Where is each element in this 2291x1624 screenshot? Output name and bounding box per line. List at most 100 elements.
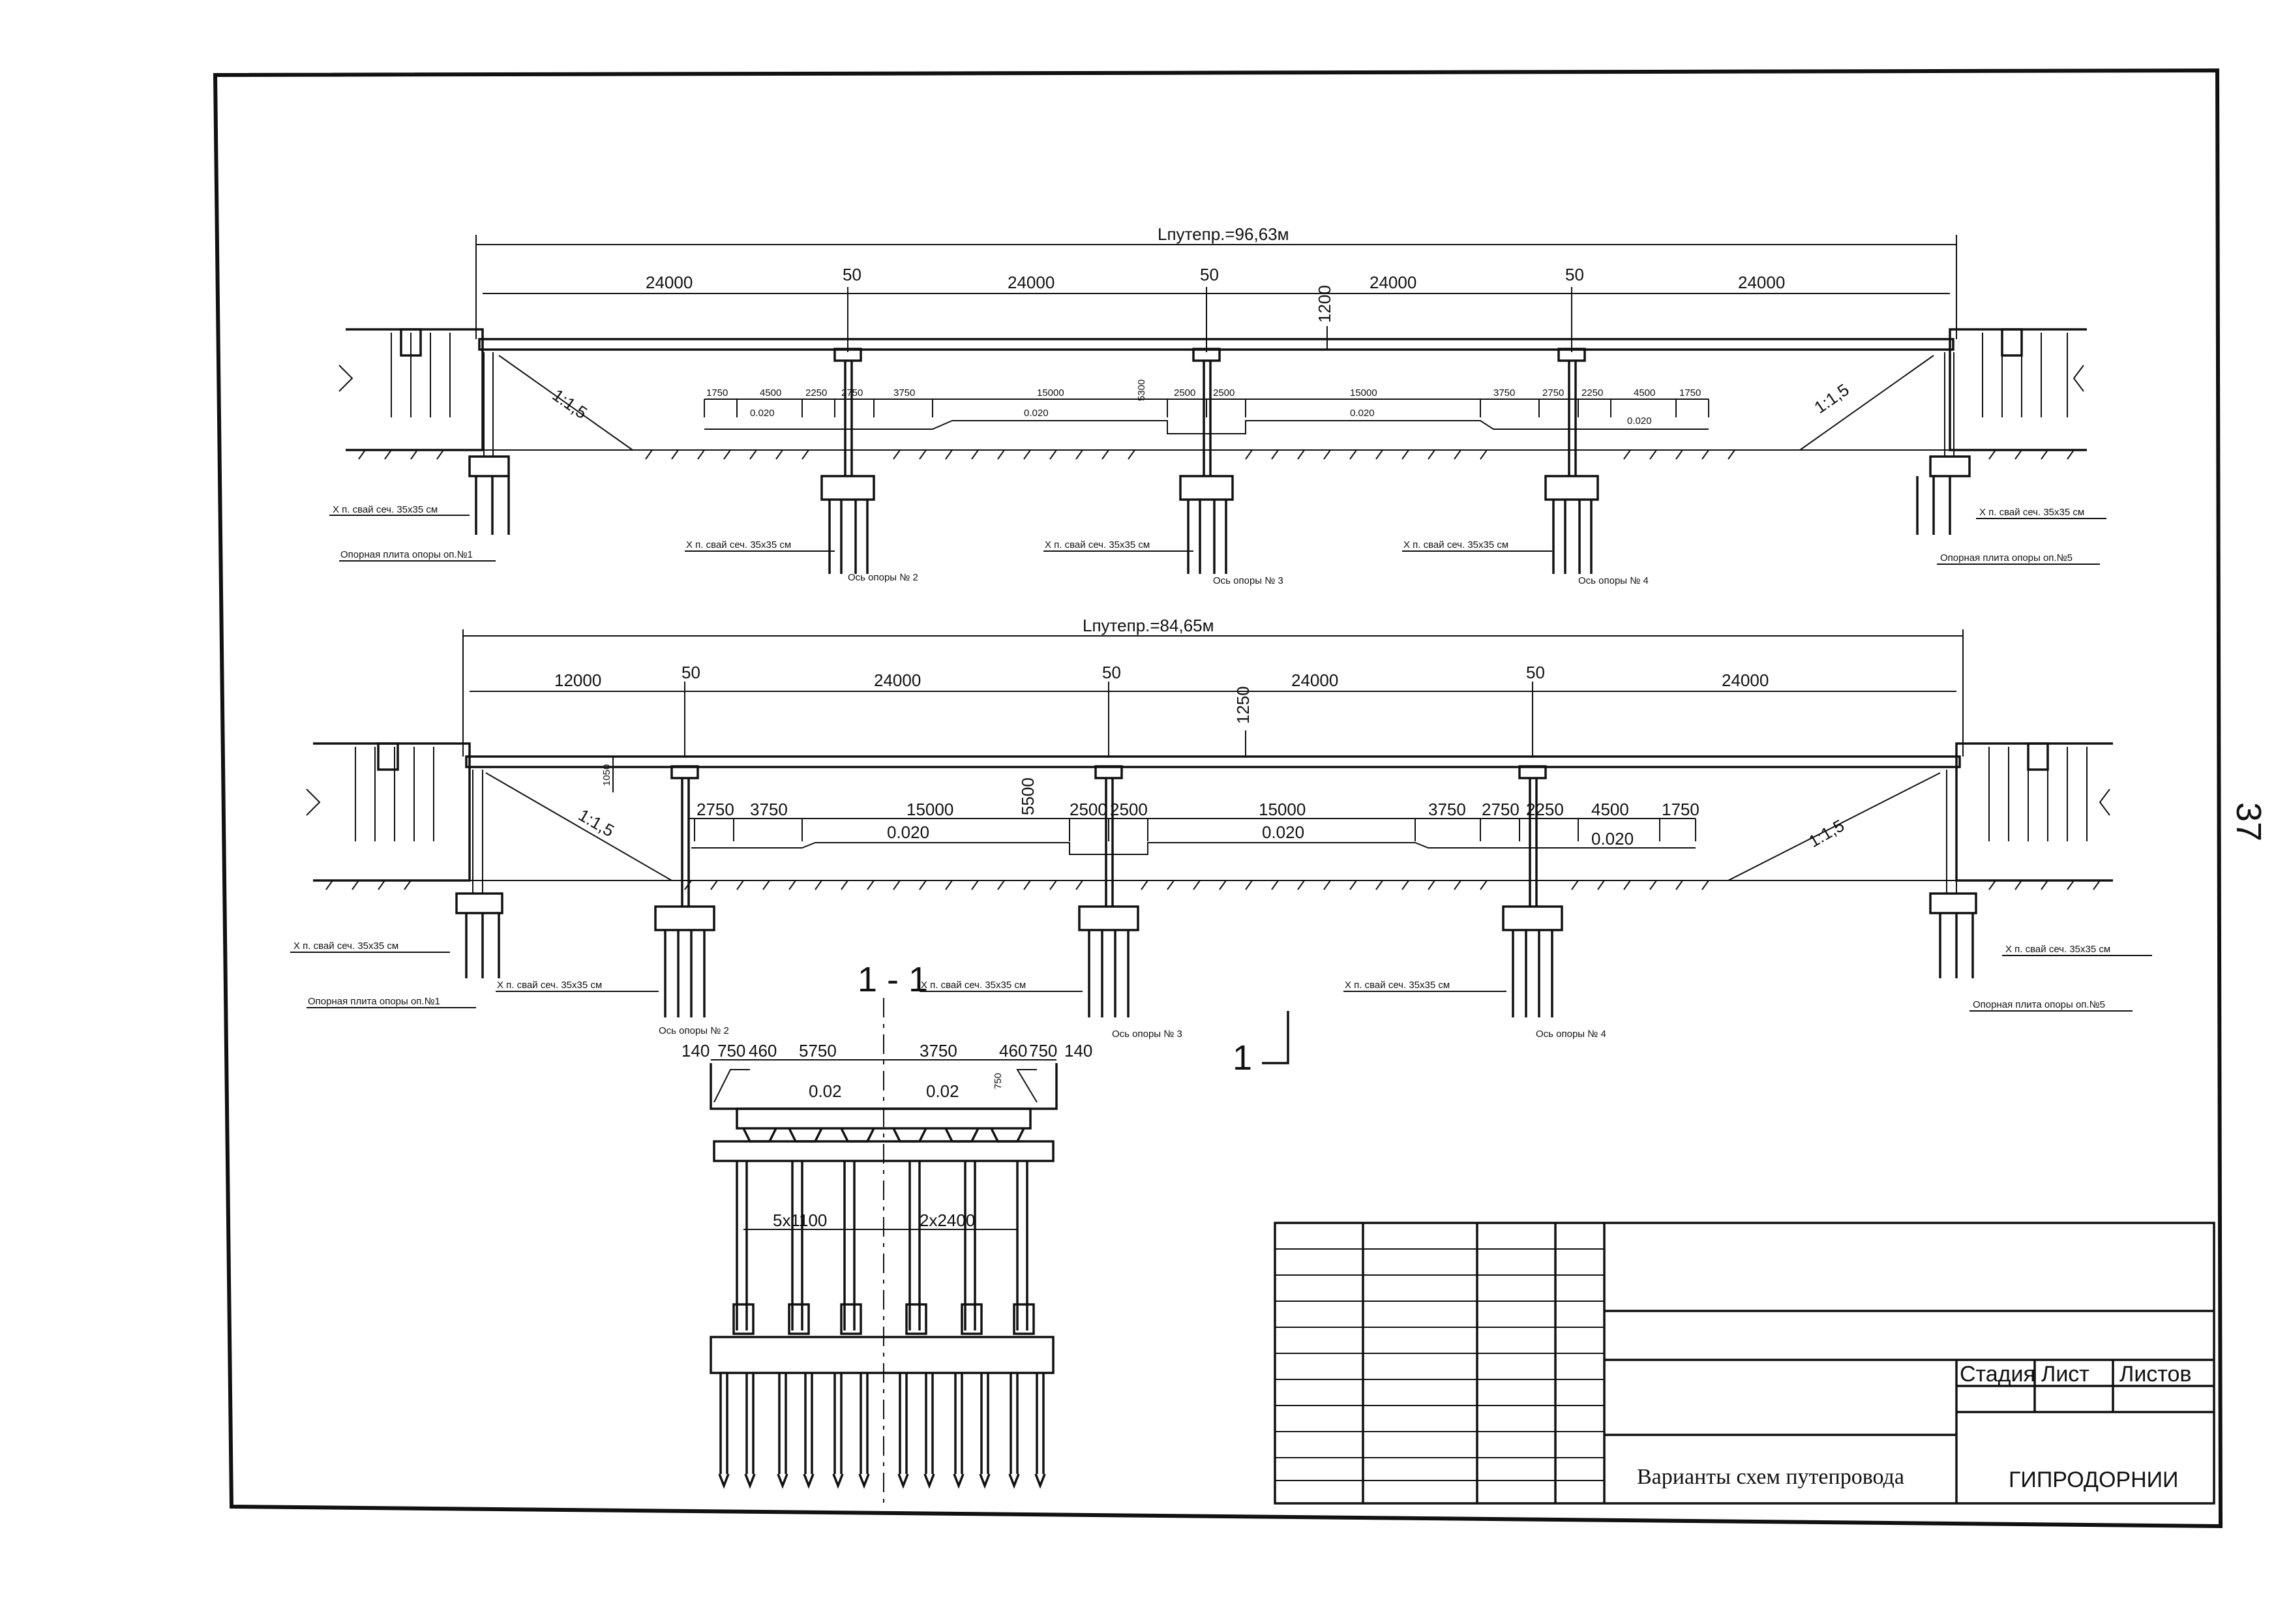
sheet-frame [213, 68, 2223, 1529]
scheme-2-span-1: 12000 [554, 670, 601, 690]
scheme-2-grade-2: 0.020 [1262, 822, 1304, 842]
cross-section-dim-5: 3750 [920, 1041, 957, 1060]
scheme-2-span-4: 24000 [1722, 670, 1769, 690]
scheme-1-span-3: 24000 [1370, 273, 1416, 292]
scheme-2-road-dim-1: 2750 [696, 800, 734, 819]
scheme-2-pile-note-3: Х п. свай сеч. 35х35 см [497, 980, 602, 991]
scheme-2-road-dim-10: 4500 [1591, 800, 1629, 819]
title-block: Стадия Лист Листов Варианты схем путепро… [1274, 1222, 2215, 1505]
scheme-1-pile-note-9: Х п. свай сеч. 35х35 см [1979, 507, 2084, 518]
scheme-2-joint-2: 50 [1102, 663, 1121, 682]
cross-section-dim-1: 140 [681, 1041, 710, 1060]
scheme-2-pile-note-6: Ось опоры № 3 [1112, 1029, 1182, 1040]
scheme-1-road-dim-11: 2750 [1542, 387, 1564, 398]
scheme-2-abutment-height: 1050 [601, 764, 612, 786]
scheme-1-elevation: Lпутепр.=96,63м 24000 24000 24000 24000 … [329, 224, 2106, 586]
scheme-1-joint-3: 50 [1565, 265, 1584, 284]
scheme-1-span-4: 24000 [1738, 273, 1785, 292]
scheme-1-piles [475, 476, 1951, 574]
scheme-1-total-length: Lпутепр.=96,63м [1158, 224, 1289, 244]
scheme-2-road-dim-6: 15000 [1259, 800, 1306, 819]
scheme-1-pile-note-6: Ось опоры № 3 [1213, 575, 1283, 586]
scheme-2-pile-note-7: Х п. свай сеч. 35х35 см [1345, 980, 1450, 991]
scheme-2-joint-3: 50 [1526, 663, 1545, 682]
cross-section-dim-4: 5750 [799, 1041, 837, 1060]
scheme-2-grade-3: 0.020 [1591, 829, 1634, 849]
cross-section-pile-spacing-left: 5х1100 [773, 1210, 827, 1230]
scheme-1-road-dim-13: 4500 [1634, 387, 1655, 398]
scheme-1-pile-note-7: Х п. свай сеч. 35х35 см [1403, 539, 1508, 550]
scheme-2-pile-note-2: Опорная плита опоры оп.№1 [308, 996, 440, 1007]
scheme-1-pile-note-4: Ось опоры № 2 [848, 572, 918, 583]
scheme-2-road-dim-9: 2250 [1526, 800, 1564, 819]
scheme-1-pile-note-10: Опорная плита опоры оп.№5 [1940, 552, 2073, 564]
scheme-1-pile-note-1: Х п. свай сеч. 35х35 см [333, 504, 438, 515]
section-label: 1 - 1 [858, 960, 928, 999]
scheme-1-pier-height: 5300 [1136, 380, 1147, 401]
scheme-1-road-dim-9: 15000 [1350, 387, 1377, 398]
scheme-1-road-dim-2: 4500 [760, 387, 781, 398]
scheme-2-elevation: Lпутепр.=84,65м 12000 24000 24000 24000 … [290, 616, 2152, 1040]
scheme-2-pier-height: 5500 [1018, 777, 1038, 815]
scheme-1-grade-4: 0.020 [1627, 415, 1652, 427]
scheme-2-road-dim-2: 3750 [750, 800, 788, 819]
title-block-organization: ГИПРОДОРНИИ [2009, 1467, 2179, 1492]
title-block-stage-label: Стадия [1960, 1362, 2035, 1387]
scheme-2-road-dim-7: 3750 [1428, 800, 1466, 819]
cross-section-pile-spacing-right: 2х2400 [920, 1210, 975, 1230]
cross-section-dim-6: 460 [999, 1041, 1027, 1060]
scheme-1-span-1: 24000 [646, 273, 693, 292]
scheme-1-road-dim-7: 2500 [1174, 387, 1195, 398]
scheme-1-joint-1: 50 [843, 265, 861, 284]
scheme-2-road-dim-5: 2500 [1110, 800, 1148, 819]
scheme-2-joint-1: 50 [681, 663, 700, 682]
cross-section-dim-2: 750 [717, 1041, 745, 1060]
scheme-1-road-dim-3: 2250 [805, 387, 827, 398]
cross-section-grade-2: 0.02 [926, 1081, 959, 1101]
scheme-1-grade-3: 0.020 [1350, 408, 1375, 419]
cross-section-side-dim: 750 [993, 1073, 1004, 1089]
scheme-2-grade-1: 0.020 [887, 822, 929, 842]
scheme-1-road-dim-14: 1750 [1679, 387, 1701, 398]
scheme-2-road-dim-11: 1750 [1662, 800, 1700, 819]
scheme-2-span-2: 24000 [874, 670, 921, 690]
page-number: 37 [2229, 802, 2268, 841]
scheme-1-grade-1: 0.020 [750, 408, 775, 419]
scheme-2-pile-note-5: Х п. свай сеч. 35х35 см [921, 980, 1026, 991]
scheme-2-road-dim-3: 15000 [906, 800, 953, 819]
scheme-2-pile-note-8: Ось опоры № 4 [1536, 1029, 1606, 1040]
scheme-2-beam-depth: 1250 [1233, 686, 1253, 724]
scheme-2-road-dim-8: 2750 [1482, 800, 1520, 819]
scheme-1-slope-left: 1:1,5 [549, 385, 591, 423]
scheme-1-road-dim-8: 2500 [1213, 387, 1235, 398]
scheme-1-grade-2: 0.020 [1024, 408, 1049, 419]
scheme-1-span-2: 24000 [1008, 273, 1055, 292]
title-block-sheet-label: Лист [2041, 1362, 2089, 1387]
scheme-1-beam-depth: 1200 [1315, 285, 1334, 323]
scheme-1-road-dim-1: 1750 [706, 387, 728, 398]
scheme-2-pile-note-10: Опорная плита опоры оп.№5 [1973, 999, 2105, 1010]
scheme-2-road-dim-4: 2500 [1070, 800, 1107, 819]
cross-section-dim-8: 140 [1064, 1041, 1092, 1060]
svg-text:1: 1 [1233, 1038, 1252, 1077]
scheme-1-pile-note-5: Х п. свай сеч. 35х35 см [1045, 539, 1150, 550]
cross-section-dim-3: 460 [749, 1041, 777, 1060]
scheme-1-pile-note-8: Ось опоры № 4 [1578, 575, 1649, 586]
title-block-drawing-title: Варианты схем путепровода [1637, 1465, 1904, 1489]
scheme-1-road-dim-6: 15000 [1037, 387, 1064, 398]
scheme-2-span-3: 24000 [1291, 670, 1338, 690]
scheme-1-pile-note-3: Х п. свай сеч. 35х35 см [686, 539, 791, 550]
scheme-1-pile-note-2: Опорная плита опоры оп.№1 [340, 549, 473, 560]
scheme-1-slope-right: 1:1,5 [1810, 380, 1853, 417]
scheme-2-piers [455, 765, 1977, 931]
scheme-2-total-length: Lпутепр.=84,65м [1083, 616, 1214, 635]
scheme-2-pile-note-9: Х п. свай сеч. 35х35 см [2005, 944, 2110, 955]
scheme-1-road-dim-12: 2250 [1581, 387, 1603, 398]
scheme-1-piers [468, 348, 1971, 501]
section-cut-mark: 1 [1233, 1011, 1289, 1077]
scheme-2-pile-note-4: Ось опоры № 2 [659, 1025, 729, 1036]
scheme-2-slope-right: 1:1,5 [1805, 815, 1848, 851]
title-block-sheets-label: Листов [2119, 1362, 2191, 1387]
scheme-1-road-dim-10: 3750 [1493, 387, 1515, 398]
